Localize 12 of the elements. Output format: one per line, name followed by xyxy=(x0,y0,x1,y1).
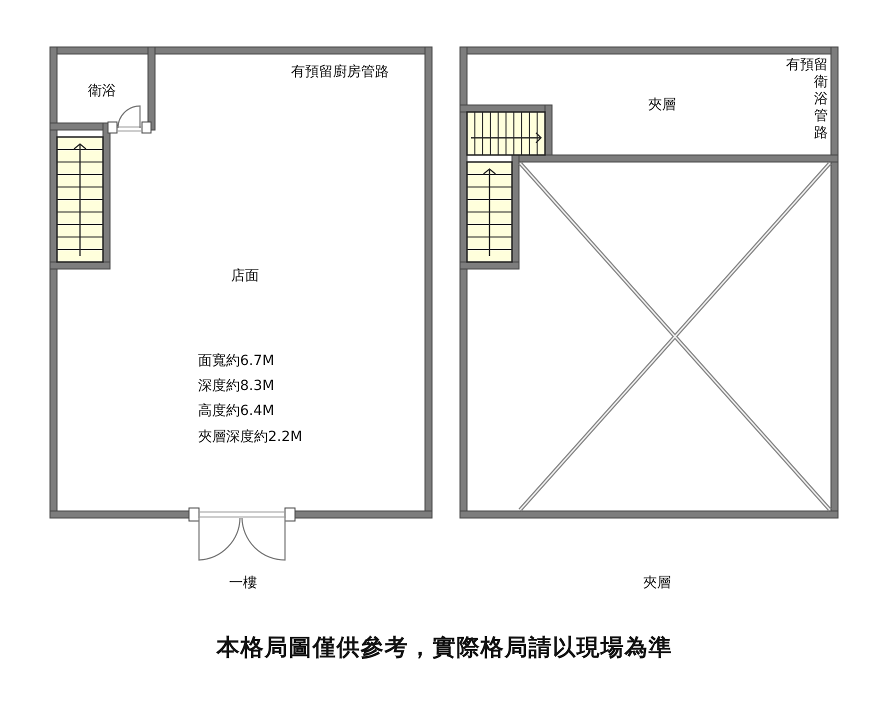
room-label: 衛浴 xyxy=(88,83,116,100)
dimension-text: 夾層深度約2.2M xyxy=(198,429,302,446)
dimension-text: 高度約6.4M xyxy=(198,403,274,420)
note-text: 有預留廚房管路 xyxy=(291,64,389,81)
note-text: 有預留衛浴管路 xyxy=(786,57,828,142)
room-label: 夾層 xyxy=(648,97,676,114)
floor-label: 一樓 xyxy=(229,575,257,592)
disclaimer-caption: 本格局圖僅供參考，實際格局請以現場為準 xyxy=(215,634,674,663)
floor-label: 夾層 xyxy=(643,575,671,592)
room-label: 店面 xyxy=(231,268,259,285)
dimension-text: 深度約8.3M xyxy=(198,378,274,395)
dimension-text: 面寬約6.7M xyxy=(198,353,274,370)
